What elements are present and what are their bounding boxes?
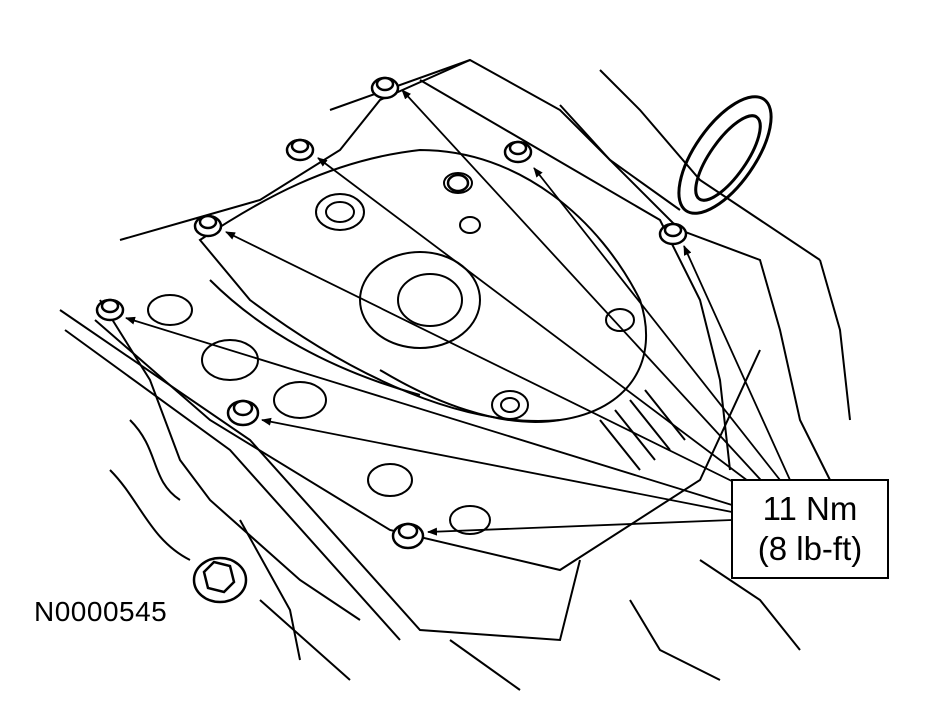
leader-arrow: [125, 316, 733, 506]
crankshaft-seal: [677, 95, 773, 215]
torque-callout: 11 Nm (8 lb-ft): [731, 479, 889, 579]
drain-plug: [192, 556, 248, 604]
bolt-8: [658, 222, 688, 246]
leader-arrows: [125, 89, 791, 536]
bolt-3: [193, 214, 223, 238]
bolt-4: [95, 298, 125, 322]
leader-arrow: [683, 245, 791, 481]
front-cover: [198, 148, 648, 423]
bolt-2: [285, 138, 315, 162]
figure-id-label: N0000545: [34, 596, 168, 627]
bolt-1: [370, 76, 400, 100]
bolt-5: [226, 399, 260, 427]
leader-arrow: [427, 519, 733, 536]
bolt-9: [446, 173, 470, 193]
leader-arrow: [225, 231, 751, 491]
bolts: [95, 76, 688, 550]
leader-arrow: [317, 157, 761, 491]
bolt-6: [391, 522, 425, 550]
engine-block-outline: [59, 58, 851, 691]
leader-arrow: [401, 89, 771, 491]
torque-metric-label: 11 Nm: [762, 490, 858, 527]
oil-pan-panel: [94, 294, 761, 572]
torque-imperial-label: (8 lb-ft): [757, 530, 863, 567]
leader-arrow: [261, 417, 733, 513]
leader-arrow: [533, 167, 781, 481]
bolt-7: [503, 140, 533, 164]
